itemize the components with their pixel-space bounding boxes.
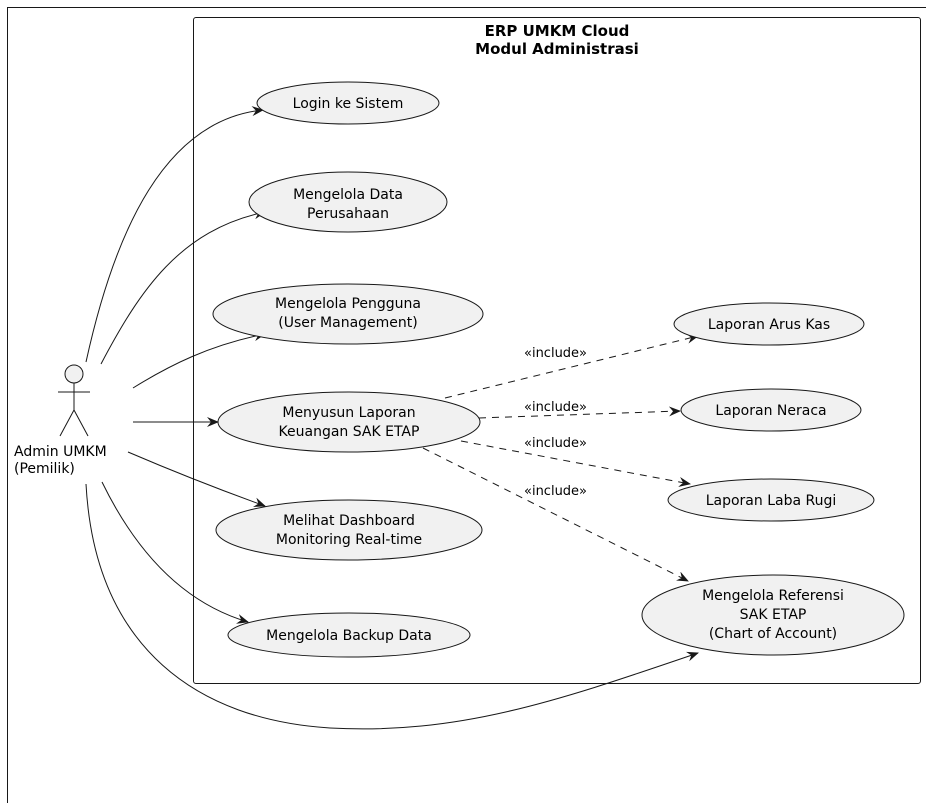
use-case-referensi-label-2: SAK ETAP bbox=[740, 607, 807, 623]
include-label-referensi: «include» bbox=[524, 484, 587, 499]
use-case-laporan-keuangan-label-2: Keuangan SAK ETAP bbox=[279, 424, 420, 440]
use-case-pengguna-label-1: Mengelola Pengguna bbox=[275, 296, 421, 312]
use-case-referensi-label-1: Mengelola Referensi bbox=[702, 588, 844, 604]
use-case-laporan-keuangan-shape bbox=[218, 392, 480, 452]
actor-left-leg bbox=[60, 410, 74, 436]
association-dashboard bbox=[128, 452, 265, 506]
use-case-pengguna: Mengelola Pengguna (User Management) bbox=[213, 284, 483, 344]
use-case-laporan-keuangan-label-1: Menyusun Laporan bbox=[282, 405, 415, 421]
system-title-line-1: ERP UMKM Cloud bbox=[485, 22, 630, 40]
use-case-dashboard: Melihat Dashboard Monitoring Real-time bbox=[216, 500, 482, 560]
use-case-data-perusahaan: Mengelola Data Perusahaan bbox=[249, 172, 447, 232]
use-case-arus-kas: Laporan Arus Kas bbox=[674, 303, 864, 345]
include-label-neraca: «include» bbox=[524, 400, 587, 415]
use-case-dashboard-shape bbox=[216, 500, 482, 560]
use-case-dashboard-label-1: Melihat Dashboard bbox=[283, 513, 415, 529]
actor-name-line-2: (Pemilik) bbox=[14, 461, 75, 477]
association-backup bbox=[102, 482, 248, 622]
use-case-neraca: Laporan Neraca bbox=[681, 389, 861, 431]
use-case-data-perusahaan-label-2: Perusahaan bbox=[307, 206, 389, 222]
include-label-laba-rugi: «include» bbox=[524, 436, 587, 451]
include-label-arus-kas: «include» bbox=[524, 346, 587, 361]
use-case-backup: Mengelola Backup Data bbox=[228, 613, 470, 657]
use-case-neraca-label: Laporan Neraca bbox=[715, 403, 826, 419]
system-title-line-2: Modul Administrasi bbox=[475, 40, 639, 58]
use-case-login-label: Login ke Sistem bbox=[293, 96, 404, 112]
use-case-backup-label: Mengelola Backup Data bbox=[266, 628, 432, 644]
actor-name-line-1: Admin UMKM bbox=[14, 444, 107, 460]
use-case-laporan-keuangan: Menyusun Laporan Keuangan SAK ETAP bbox=[218, 392, 480, 452]
use-case-arus-kas-label: Laporan Arus Kas bbox=[708, 317, 830, 333]
use-case-dashboard-label-2: Monitoring Real-time bbox=[276, 532, 422, 548]
actor-right-leg bbox=[74, 410, 88, 436]
actor-admin-umkm: Admin UMKM (Pemilik) bbox=[14, 365, 107, 477]
use-case-laba-rugi: Laporan Laba Rugi bbox=[668, 479, 874, 521]
use-case-data-perusahaan-label-1: Mengelola Data bbox=[293, 187, 403, 203]
use-case-pengguna-label-2: (User Management) bbox=[278, 315, 418, 331]
use-case-laba-rugi-label: Laporan Laba Rugi bbox=[706, 493, 837, 509]
use-case-login: Login ke Sistem bbox=[257, 82, 439, 124]
use-case-referensi-label-3: (Chart of Account) bbox=[709, 626, 837, 642]
actor-head bbox=[65, 365, 83, 383]
association-pengguna bbox=[133, 334, 265, 388]
use-case-pengguna-shape bbox=[213, 284, 483, 344]
use-case-referensi: Mengelola Referensi SAK ETAP (Chart of A… bbox=[642, 575, 904, 655]
